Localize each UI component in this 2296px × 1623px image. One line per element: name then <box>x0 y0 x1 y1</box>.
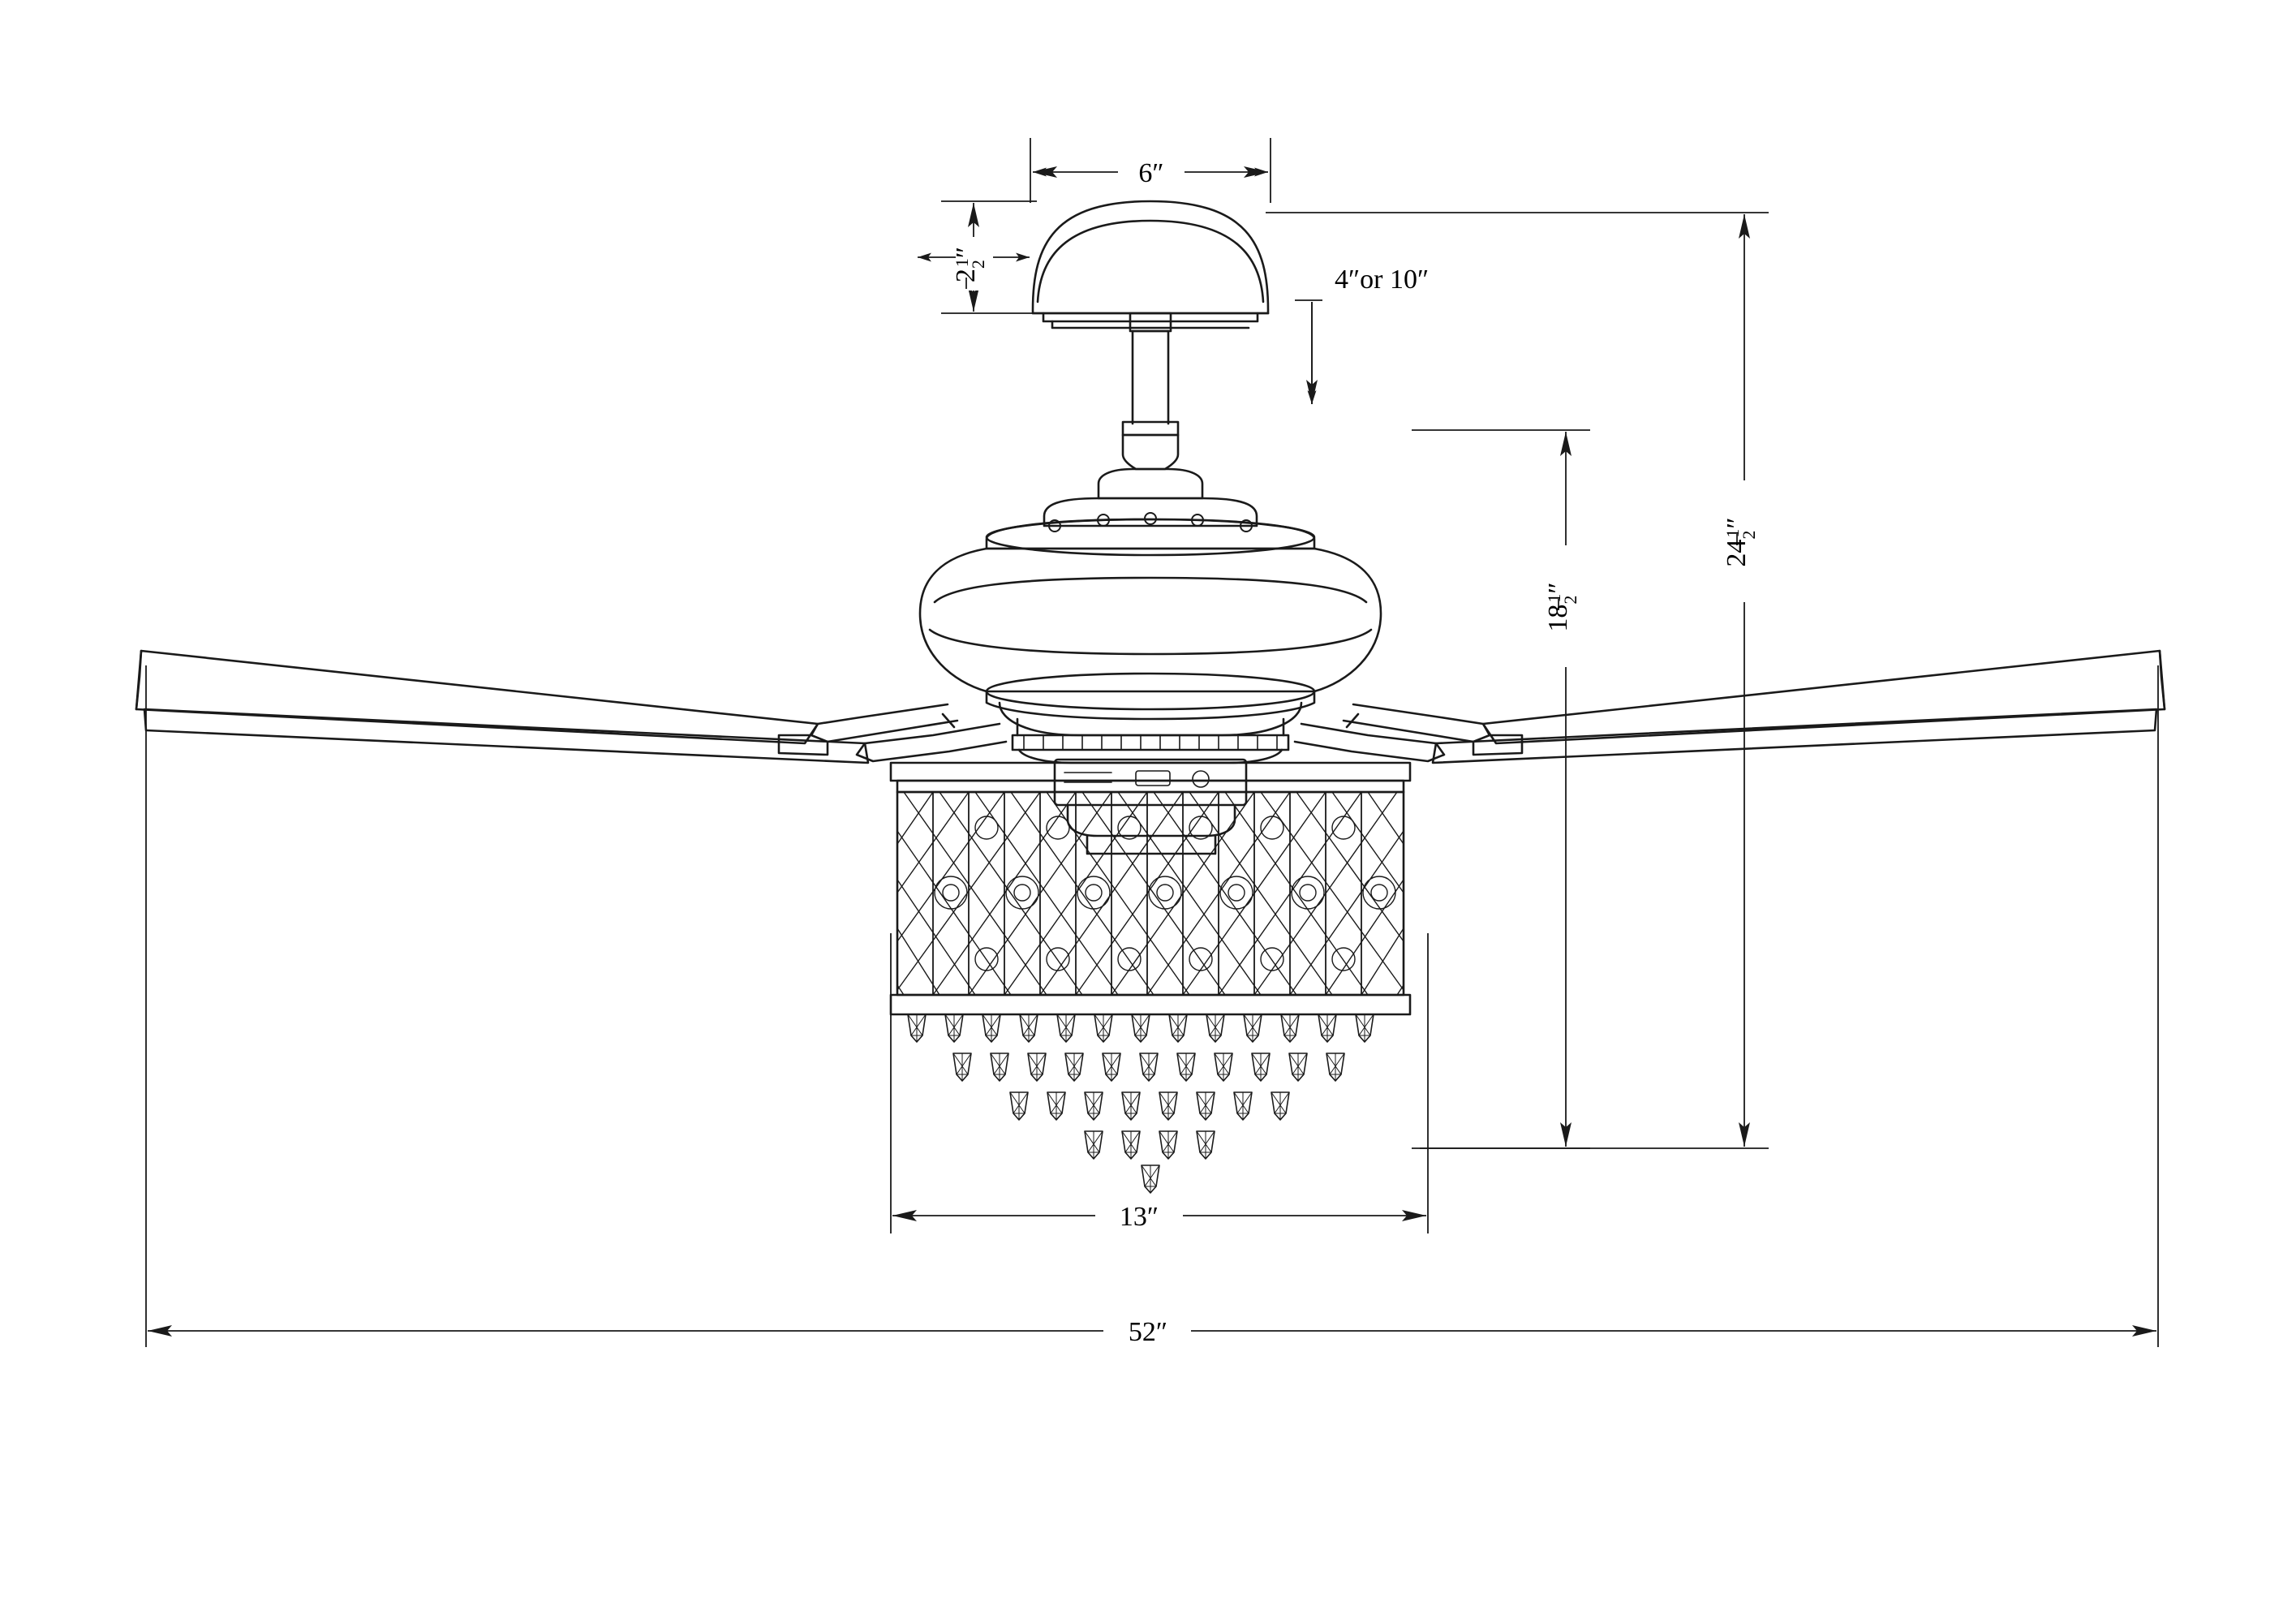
dimension-labels: 6″ 212″ 4″or 10″ 1812″ 2412″ 13″ 52″ <box>951 158 1759 1347</box>
dim-label-motor-light-num: 1 <box>1544 594 1564 603</box>
dim-label-canopy-height: 2 <box>951 269 981 282</box>
dim-motor-light-height <box>1412 429 1590 1149</box>
dim-label-overall-height-group: 2412″ <box>1722 517 1759 566</box>
dim-overall-height <box>1266 212 1769 1149</box>
dim-label-motor-light-suffix: ″ <box>1543 582 1573 593</box>
dim-blade-span <box>145 665 2159 1347</box>
dim-label-downrod-length: 4″or 10″ <box>1335 265 1429 295</box>
svg-text:2412″: 2412″ <box>1722 517 1759 566</box>
crystal-light-shade <box>889 761 1412 1016</box>
dim-label-canopy-width: 6″ <box>1138 158 1163 188</box>
canopy <box>1031 200 1270 329</box>
dim-label-motor-light-den: 2 <box>1560 596 1580 605</box>
crystal-drops <box>906 1013 1375 1195</box>
dim-label-canopy-height-num: 1 <box>952 258 972 267</box>
dim-label-canopy-height-suffix: ″ <box>951 247 981 258</box>
dim-label-overall-height-num: 1 <box>1722 529 1743 538</box>
dim-label-canopy-height-group: 212″ <box>951 247 988 289</box>
svg-text:1812″: 1812″ <box>1543 582 1580 631</box>
dimension-arrowheads <box>148 166 2156 1337</box>
blade-arms <box>777 703 1524 763</box>
downrod <box>1121 312 1180 437</box>
blade-hub <box>998 701 1303 855</box>
dim-label-blade-span: 52″ <box>1129 1317 1167 1347</box>
motor-housing <box>918 433 1382 721</box>
dim-label-canopy-height-den: 2 <box>968 260 988 269</box>
dim-label-overall-height-den: 2 <box>1739 531 1759 540</box>
dim-label-overall-height-suffix: ″ <box>1722 517 1752 528</box>
svg-text:212″: 212″ <box>951 247 988 282</box>
dim-label-motor-light-group: 1812″ <box>1543 582 1580 631</box>
fan-illustration <box>135 200 2166 1195</box>
dim-label-shade-width: 13″ <box>1120 1202 1159 1232</box>
fan-blades <box>135 649 2166 764</box>
